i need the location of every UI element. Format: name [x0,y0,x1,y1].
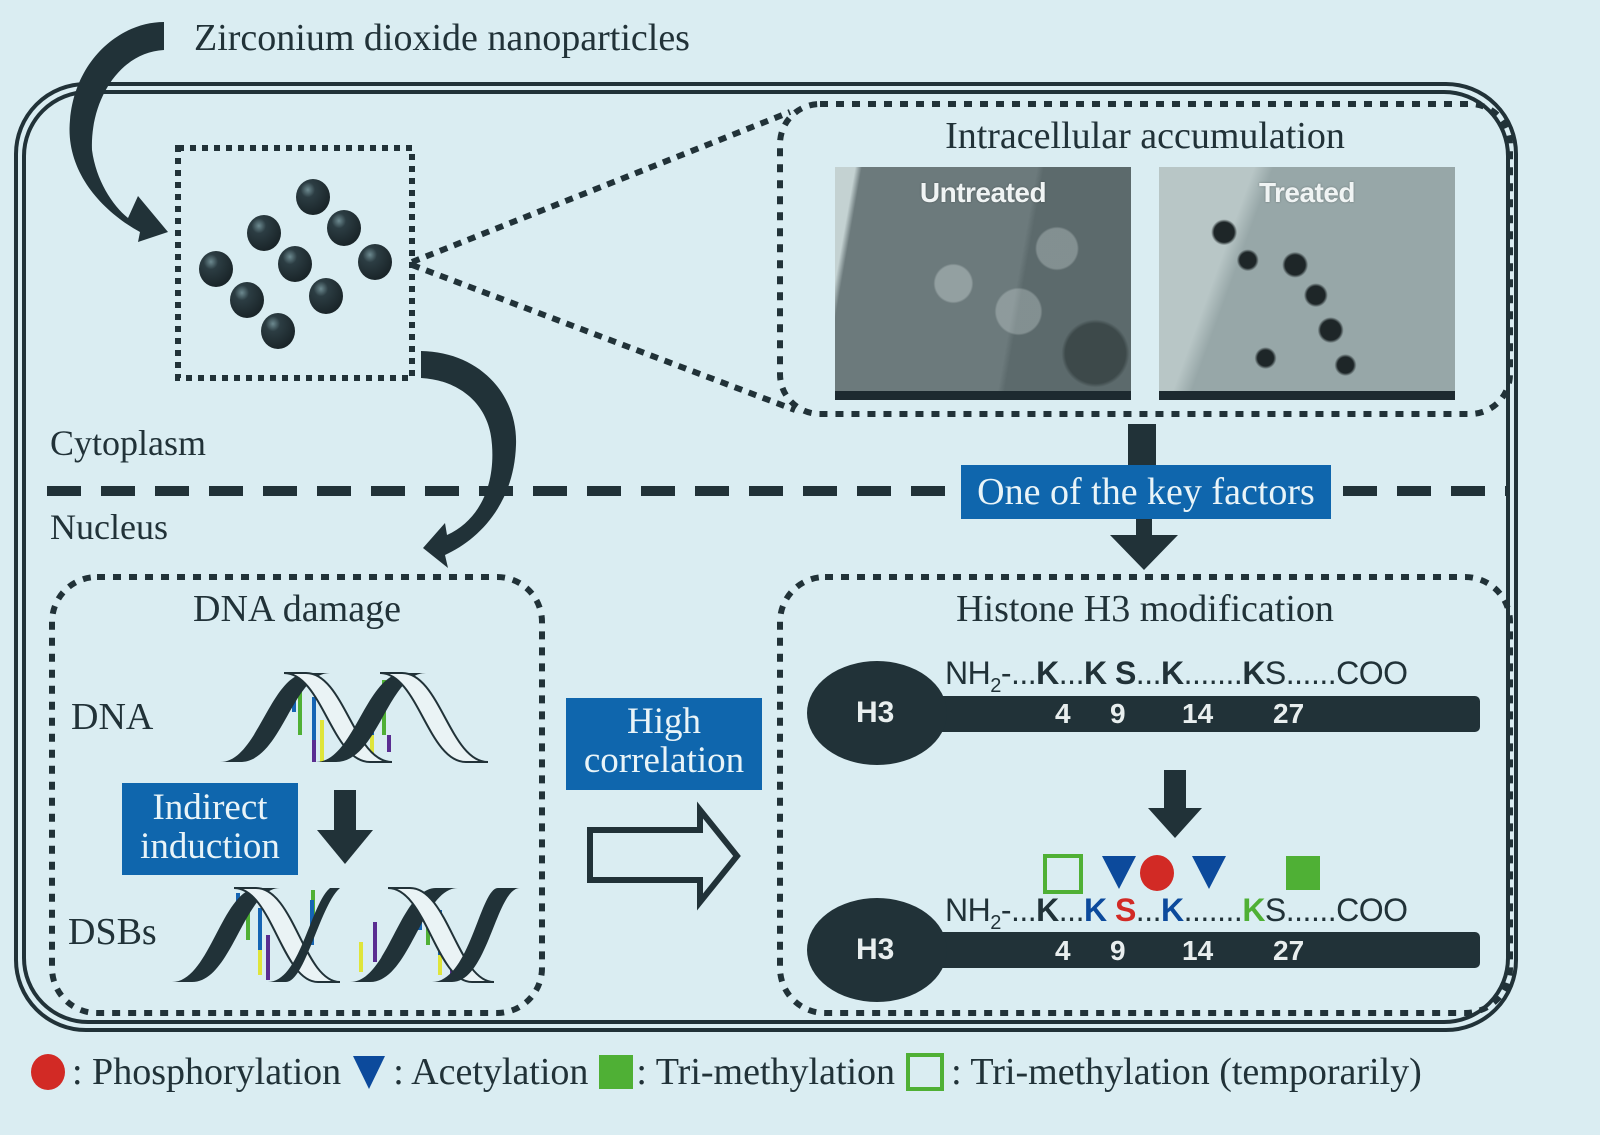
zoom-lines [410,109,797,413]
micrograph-scalebar [835,391,1131,400]
residue-k4-modified: K [1036,892,1059,928]
dna-helix-broken-left [172,887,341,983]
nanoparticle-title: Zirconium dioxide nanoparticles [194,17,690,59]
micrograph-treated: Treated [1159,167,1455,400]
nucleus-label: Nucleus [50,507,168,547]
indirect-induction-label: Indirect induction [122,783,298,875]
correlation-hollow-arrow [587,801,741,911]
position-27: 27 [1273,698,1305,729]
nanoparticle [261,313,295,349]
red-circle-icon [31,1054,65,1090]
h3-label-unmodified: H3 [856,696,895,729]
legend-label: : Tri-methylation [636,1051,896,1093]
nanoparticle [358,244,392,280]
nanoparticle [309,278,343,314]
residue-k9-acetylated: K [1083,892,1107,928]
legend-item-trimethylation-temporary: : Tri-methylation (temporarily) [905,1050,1422,1094]
cell-membrane-border [14,82,1518,1032]
h3-sequence-modified: NH2-...K...K S...K.......KS......COO [945,892,1408,934]
legend-item-phosphorylation: : Phosphorylation [30,1050,341,1094]
micrograph-treated-label: Treated [1258,177,1356,208]
residue-k14: K [1160,655,1184,691]
induction-down-arrow [317,790,373,864]
micrograph-scalebar [1159,391,1455,400]
k27-trimethylation-mark [1286,856,1320,890]
modification-down-arrow [1148,770,1202,838]
dna-damage-box [49,574,545,1016]
blue-triangle-icon [353,1056,386,1089]
nanoparticle-box [175,145,415,381]
micrograph-untreated: Untreated [835,167,1131,400]
residue-s10-phosphorylated: S [1114,892,1136,928]
legend-item-trimethylation: : Tri-methylation [598,1050,895,1094]
nanoparticle-cluster [199,179,392,349]
dna-damage-title: DNA damage [193,588,401,630]
h3-unmodified-shape [807,661,1480,765]
residue-k9: K [1083,655,1107,691]
legend-label: : Phosphorylation [72,1051,342,1093]
cytoplasm-label: Cytoplasm [50,423,207,463]
histone-title: Histone H3 modification [956,588,1334,630]
nanoparticle [327,210,361,246]
residue-k27: K [1242,655,1265,691]
dna-label: DNA [71,696,154,738]
legend-item-acetylation: : Acetylation [351,1050,588,1094]
green-square-icon [599,1055,634,1089]
dna-helix-intact [220,672,489,763]
position-14: 14 [1182,698,1214,729]
high-correlation-label: High correlation [566,698,762,790]
position-27: 27 [1273,935,1305,966]
nanoparticle [230,282,264,318]
residue-k14-acetylated: K [1160,892,1184,928]
k9-acetylation-mark [1102,856,1136,889]
dsb-label: DSBs [68,911,157,953]
high-correlation-line-2: correlation [583,739,745,781]
position-9: 9 [1110,935,1126,966]
nanoparticle [278,246,312,282]
entry-curved-arrow [69,22,168,242]
micrograph-untreated-label: Untreated [919,177,1047,208]
position-4: 4 [1055,698,1071,729]
legend: : Phosphorylation : Acetylation : Tri-me… [30,1050,1432,1094]
h3-sequence-unmodified: NH2-...K...K S...K.......KS......COO [945,655,1408,697]
indirect-induction-line-2: induction [140,825,280,867]
s10-phosphorylation-mark [1140,855,1174,891]
legend-label: : Acetylation [393,1051,589,1093]
accumulation-box [777,101,1513,417]
k14-acetylation-mark [1192,856,1226,889]
nanoparticle [296,179,330,215]
dna-helix-broken-right [350,887,520,983]
nanoparticle [247,215,281,251]
residue-k27-trimethylated: K [1242,892,1265,928]
accumulation-title: Intracellular accumulation [945,115,1345,157]
nucleus-curved-arrow [421,351,517,568]
h3-modified-shape [807,898,1480,1002]
key-factor-label: One of the key factors [961,465,1331,519]
residue-s10: S [1114,655,1136,691]
high-correlation-line-1: High [627,701,701,742]
h3-label-modified: H3 [856,933,895,966]
k4-temporary-trimethylation-mark [1043,854,1083,894]
nanoparticle [199,251,233,287]
residue-k4: K [1036,655,1059,691]
position-14: 14 [1182,935,1214,966]
position-4: 4 [1055,935,1071,966]
green-open-square-icon [906,1053,945,1091]
histone-box [777,574,1513,1016]
indirect-induction-line-1: Indirect [152,787,268,828]
key-factor-arrow [1110,424,1178,570]
legend-label: : Tri-methylation (temporarily) [951,1051,1422,1093]
position-9: 9 [1110,698,1126,729]
